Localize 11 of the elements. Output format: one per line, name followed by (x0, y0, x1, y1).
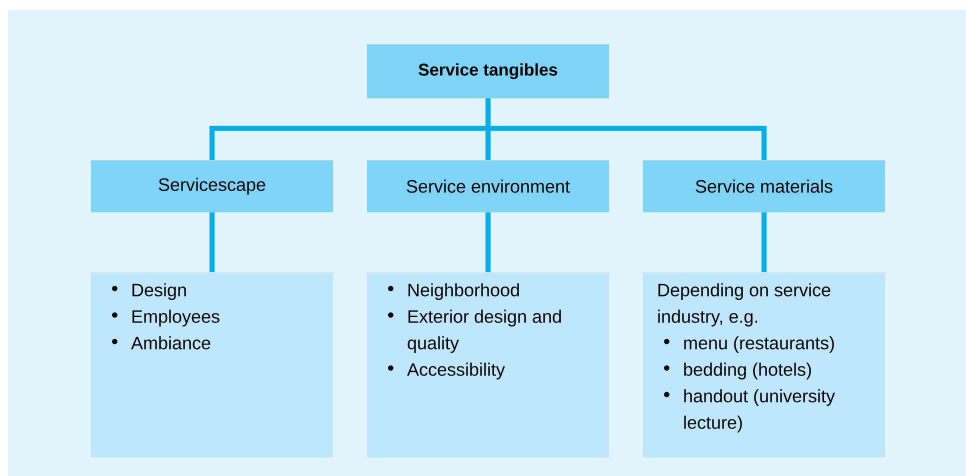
list-box: Design Employees Ambiance (91, 272, 333, 458)
connector-line (210, 212, 214, 272)
connector-line (486, 212, 490, 272)
title-box: Service tangibles (367, 44, 609, 98)
connector-line (486, 98, 766, 160)
list-box: Depending on service industry, e.g. menu (restaurants) bedding (hotels) handout (university lecture) (643, 272, 885, 458)
category-box: Service environment (367, 160, 609, 212)
connector-line (762, 212, 766, 272)
category-box: Servicescape (91, 160, 333, 212)
category-box: Service materials (643, 160, 885, 212)
list-box: Neighborhood Exterior design and quality Accessibility (367, 272, 609, 458)
